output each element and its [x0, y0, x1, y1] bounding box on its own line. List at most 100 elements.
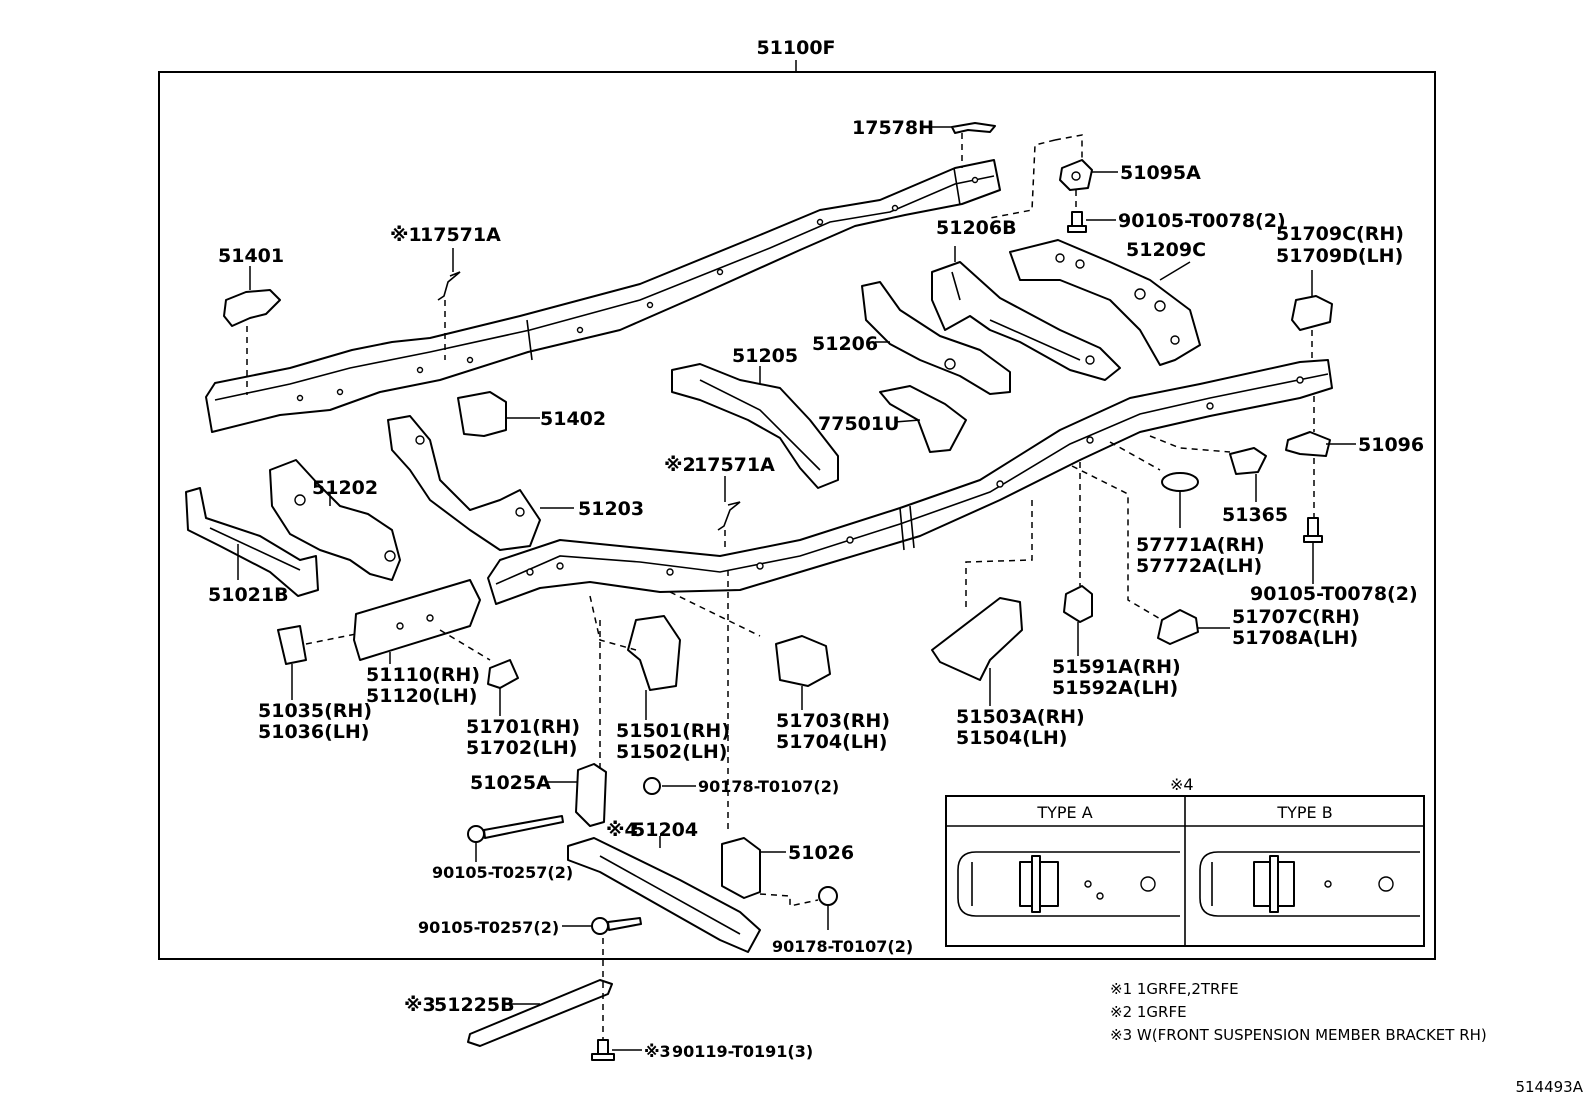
bolt-90105-T0078-top[interactable]: [1067, 211, 1087, 233]
label-51401[interactable]: 51401: [218, 245, 284, 267]
label-51402[interactable]: 51402: [540, 408, 606, 430]
bracket-51402-shape[interactable]: [457, 391, 507, 437]
nut-90178-T0107-top[interactable]: [643, 777, 661, 795]
label-51591A[interactable]: 51591A(RH): [1052, 656, 1181, 678]
footnote-3: ※3 W(FRONT SUSPENSION MEMBER BRACKET RH): [1110, 1026, 1487, 1044]
tab-type-b[interactable]: TYPE B: [1276, 803, 1332, 822]
bracket-51703-51704-shape[interactable]: [775, 635, 831, 687]
bracket-51707C-51708A-shape[interactable]: [1157, 609, 1199, 645]
label-51702[interactable]: 51702(LH): [466, 737, 577, 759]
crossmember-51205[interactable]: [671, 363, 839, 489]
label-51709D[interactable]: 51709D(LH): [1276, 245, 1403, 267]
label-51203[interactable]: 51203: [578, 498, 644, 520]
label-17578H[interactable]: 17578H: [852, 117, 934, 139]
label-51204-mark[interactable]: ※4: [606, 819, 638, 841]
label-17571A-2[interactable]: 17571A: [694, 454, 775, 476]
nut-90178-T0107-bottom[interactable]: [818, 886, 838, 906]
bracket-51501-51502-shape[interactable]: [627, 615, 681, 691]
brace-51225B-shape[interactable]: [467, 979, 613, 1047]
label-51205[interactable]: 51205: [732, 345, 798, 367]
part-77501U-shape[interactable]: [879, 385, 967, 453]
label-90119-T0191[interactable]: 90119-T0191(3): [672, 1042, 813, 1061]
label-51703[interactable]: 51703(RH): [776, 710, 890, 732]
label-51592A[interactable]: 51592A(LH): [1052, 677, 1178, 699]
label-51704[interactable]: 51704(LH): [776, 731, 887, 753]
label-51095A[interactable]: 51095A: [1120, 162, 1201, 184]
bolt-90105-T0078-right[interactable]: [1303, 517, 1323, 543]
label-17571A-2-mark[interactable]: ※2: [664, 454, 696, 476]
type-a-illustration: [957, 851, 1180, 917]
label-51504[interactable]: 51504(LH): [956, 727, 1067, 749]
crossmember-51209C[interactable]: [1009, 239, 1201, 366]
label-51120[interactable]: 51120(LH): [366, 685, 477, 707]
part-51021B[interactable]: [185, 487, 319, 597]
crossmember-51203[interactable]: [387, 415, 541, 551]
tab-type-a[interactable]: TYPE A: [1036, 803, 1092, 822]
label-90178-T0107-top[interactable]: 90178-T0107(2): [698, 777, 839, 796]
clip-17571A-1-shape[interactable]: [437, 271, 461, 301]
label-51202[interactable]: 51202: [312, 477, 378, 499]
label-51708A[interactable]: 51708A(LH): [1232, 627, 1358, 649]
label-17571A-1-mark[interactable]: ※1: [390, 224, 422, 246]
bracket-51701-51702-shape[interactable]: [487, 659, 519, 689]
label-51026[interactable]: 51026: [788, 842, 854, 864]
bracket-51096-shape[interactable]: [1285, 431, 1331, 457]
label-90105-T0078-right[interactable]: 90105-T0078(2): [1250, 583, 1418, 605]
label-51110[interactable]: 51110(RH): [366, 664, 480, 686]
footnote-2: ※2 1GRFE: [1110, 1003, 1187, 1021]
label-51365[interactable]: 51365: [1222, 504, 1288, 526]
bracket-51401-shape[interactable]: [223, 289, 281, 327]
type-b-illustration: [1199, 851, 1420, 917]
crossmember-51204[interactable]: [567, 837, 761, 953]
crossmember-51202[interactable]: [269, 459, 401, 581]
type-comparison-box: [945, 795, 1425, 947]
label-57772A[interactable]: 57772A(LH): [1136, 555, 1262, 577]
label-51209C[interactable]: 51209C: [1126, 239, 1206, 261]
bracket-51591A-51592A-shape[interactable]: [1063, 585, 1093, 623]
crossmember-51206B[interactable]: [931, 261, 1121, 381]
label-51707C[interactable]: 51707C(RH): [1232, 606, 1360, 628]
bolt-90119-T0191[interactable]: [591, 1039, 615, 1061]
bracket-51026-shape[interactable]: [721, 837, 761, 899]
bolt-90105-T0257-a[interactable]: [467, 815, 564, 843]
label-51100F[interactable]: 51100F: [756, 37, 835, 59]
pad-57771A-57772A-shape[interactable]: [1161, 472, 1199, 492]
label-51206B[interactable]: 51206B: [936, 217, 1017, 239]
crossmember-51206[interactable]: [861, 281, 1011, 395]
part-51035-51036-shape[interactable]: [277, 625, 307, 665]
part-51110-51120[interactable]: [353, 579, 481, 661]
bracket-51503A-51504-shape[interactable]: [931, 597, 1023, 681]
label-51502[interactable]: 51502(LH): [616, 741, 727, 763]
label-90105-T0257-b[interactable]: 90105-T0257(2): [418, 918, 559, 937]
label-51204[interactable]: 51204: [632, 819, 698, 841]
label-90178-T0107-bottom[interactable]: 90178-T0107(2): [772, 937, 913, 956]
label-90105-T0257-a[interactable]: 90105-T0257(2): [432, 863, 573, 882]
bracket-51709C-51709D-shape[interactable]: [1291, 295, 1333, 331]
label-51225B[interactable]: 51225B: [434, 994, 515, 1016]
label-51701[interactable]: 51701(RH): [466, 716, 580, 738]
label-51035[interactable]: 51035(RH): [258, 700, 372, 722]
bolt-90105-T0257-b[interactable]: [591, 917, 642, 935]
part-17578H-shape[interactable]: [951, 122, 996, 134]
label-57771A[interactable]: 57771A(RH): [1136, 534, 1265, 556]
label-51206[interactable]: 51206: [812, 333, 878, 355]
label-51709C[interactable]: 51709C(RH): [1276, 223, 1404, 245]
label-51021B[interactable]: 51021B: [208, 584, 289, 606]
label-51096[interactable]: 51096: [1358, 434, 1424, 456]
part-51365-shape[interactable]: [1229, 447, 1267, 475]
right-frame-rail[interactable]: [487, 359, 1333, 605]
label-77501U[interactable]: 77501U: [818, 413, 900, 435]
label-90105-T0078-top[interactable]: 90105-T0078(2): [1118, 210, 1286, 232]
label-90119-T0191-mark[interactable]: ※3: [644, 1042, 671, 1061]
label-51025A[interactable]: 51025A: [470, 772, 551, 794]
label-51225B-mark[interactable]: ※3: [404, 994, 436, 1016]
label-51036[interactable]: 51036(LH): [258, 721, 369, 743]
label-51503A[interactable]: 51503A(RH): [956, 706, 1085, 728]
label-51501[interactable]: 51501(RH): [616, 720, 730, 742]
left-frame-rail[interactable]: [205, 159, 1001, 433]
bracket-51025A-shape[interactable]: [575, 763, 607, 827]
assembly-border: [158, 71, 1436, 960]
clip-17571A-2-shape[interactable]: [717, 501, 741, 531]
diagram-id: 514493A: [1515, 1078, 1583, 1096]
label-17571A-1[interactable]: 17571A: [420, 224, 501, 246]
